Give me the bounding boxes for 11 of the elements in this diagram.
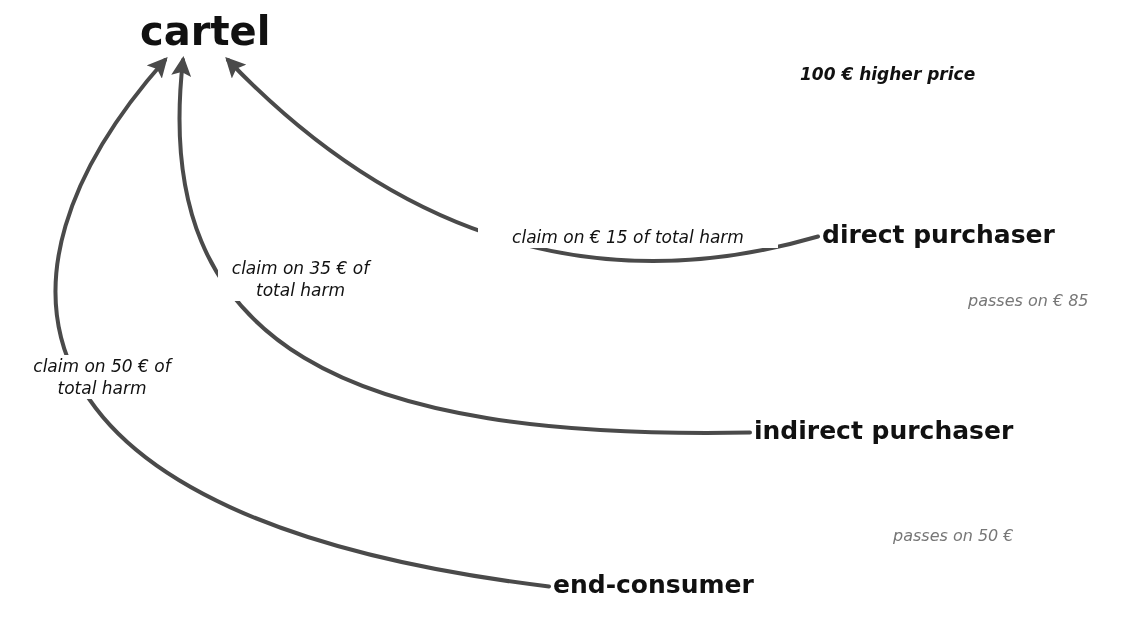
edge-label: claim on € 15 of total harm (478, 226, 778, 249)
curved-arrow (53, 56, 551, 589)
note-text: passes on 50 € (893, 526, 1014, 545)
node-label: end-consumer (553, 570, 754, 599)
node-label: indirect purchaser (754, 416, 1014, 445)
node-label: direct purchaser (822, 220, 1055, 249)
note-text: 100 € higher price (800, 64, 976, 84)
curved-arrow (225, 57, 820, 263)
note-text: passes on € 85 (968, 291, 1089, 310)
curved-arrow (172, 56, 752, 435)
title-text: cartel (140, 8, 271, 54)
